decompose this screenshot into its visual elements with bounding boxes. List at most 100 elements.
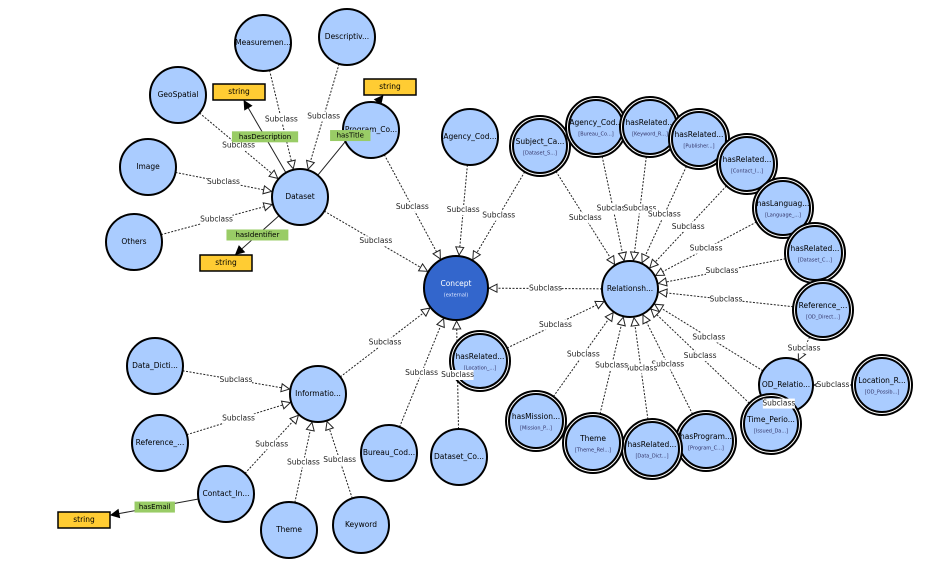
- node-circle[interactable]: [234, 14, 292, 72]
- edge-label-text: Subclass: [405, 368, 438, 377]
- node-reference-ext[interactable]: Reference_...[OD_Direct...]: [792, 279, 854, 341]
- subclass-edge[interactable]: [555, 171, 615, 264]
- subclass-edge[interactable]: [459, 164, 468, 255]
- datatype-box[interactable]: [199, 254, 253, 272]
- node-circle[interactable]: [289, 365, 347, 423]
- node-circle[interactable]: [342, 101, 400, 159]
- edge-label-bg: [817, 380, 849, 390]
- node-circle[interactable]: [787, 225, 843, 281]
- node-circle[interactable]: [624, 421, 680, 477]
- node-relationship[interactable]: Relationsh...: [601, 260, 659, 318]
- datatype-node[interactable]: string: [199, 254, 253, 272]
- node-others[interactable]: Others: [105, 213, 163, 271]
- node-hasprogram[interactable]: hasProgram...[Program_C...]: [675, 410, 737, 472]
- subclass-edge-label: Subclass: [690, 243, 723, 254]
- node-circle[interactable]: [360, 424, 418, 482]
- datatype-box[interactable]: [57, 511, 111, 529]
- edge-label-text: Subclass: [648, 209, 681, 218]
- subclass-edge-label: Subclass: [529, 283, 562, 294]
- node-keyword[interactable]: Keyword: [332, 496, 390, 554]
- node-image[interactable]: Image: [119, 138, 177, 196]
- node-circle[interactable]: [568, 99, 624, 155]
- datatype-box[interactable]: [212, 83, 266, 101]
- node-data-dicti[interactable]: Data_Dicti...: [126, 337, 184, 395]
- node-hasmission[interactable]: hasMission...[Mission_P...]: [505, 390, 567, 452]
- node-circle[interactable]: [441, 108, 499, 166]
- node-circle[interactable]: [423, 255, 489, 321]
- node-hasrel-dataset[interactable]: hasRelated...[Dataset_C...]: [784, 222, 846, 284]
- node-circle[interactable]: [795, 282, 851, 338]
- datatype-box[interactable]: [363, 78, 417, 96]
- node-circle[interactable]: [105, 213, 163, 271]
- subclass-edge-label: Subclass: [788, 343, 821, 354]
- property-label[interactable]: hasDescription: [231, 131, 299, 143]
- subclass-edge[interactable]: [175, 171, 271, 191]
- node-circle[interactable]: [149, 66, 207, 124]
- subclass-edge[interactable]: [643, 315, 694, 415]
- node-circle[interactable]: [197, 465, 255, 523]
- node-hasrel-datadict[interactable]: hasRelated...[Data_Dict...]: [621, 418, 683, 480]
- node-circle[interactable]: [131, 414, 189, 472]
- node-circle[interactable]: [260, 501, 318, 559]
- node-circle[interactable]: [719, 136, 775, 192]
- node-circle[interactable]: [430, 428, 488, 486]
- property-label[interactable]: hasEmail: [134, 501, 175, 513]
- node-circle[interactable]: [126, 337, 184, 395]
- node-circle[interactable]: [119, 138, 177, 196]
- node-circle[interactable]: [854, 357, 910, 413]
- subclass-edge[interactable]: [634, 318, 649, 420]
- node-circle[interactable]: [318, 8, 376, 66]
- node-descriptive[interactable]: Descriptiv...: [318, 8, 376, 66]
- node-location-r[interactable]: Location_R...[OD_Possib...]: [851, 354, 913, 416]
- edge-label-bg: [220, 374, 253, 385]
- node-bureau-cod[interactable]: Bureau_Cod...: [360, 424, 418, 482]
- subclass-edge[interactable]: [294, 422, 312, 503]
- edge-label-text: Subclass: [307, 112, 340, 121]
- edge-label-bg: [651, 359, 684, 370]
- node-contact-in[interactable]: Contact_In...: [197, 465, 255, 523]
- node-dataset-co[interactable]: Dataset_Co...: [430, 428, 488, 486]
- subclass-edge[interactable]: [308, 63, 340, 169]
- node-circle[interactable]: [755, 180, 811, 236]
- subclass-edge[interactable]: [383, 154, 440, 259]
- node-circle[interactable]: [565, 415, 621, 471]
- edge-label-bg: [207, 176, 240, 187]
- node-theme-ext[interactable]: Theme[Theme_Rel...]: [562, 412, 624, 474]
- edge-label-bg: [672, 221, 705, 232]
- edge-label-text: Subclass: [222, 414, 255, 423]
- subclass-edge-label: Subclass: [672, 221, 705, 232]
- node-circle[interactable]: [678, 413, 734, 469]
- node-agency-cod[interactable]: Agency_Cod...: [441, 108, 499, 166]
- node-hasrel-location[interactable]: hasRelated...[Location_...]: [449, 330, 511, 392]
- node-circle[interactable]: [508, 393, 564, 449]
- node-concept[interactable]: Concept(external): [423, 255, 489, 321]
- property-label[interactable]: hasIdentifier: [226, 229, 289, 241]
- node-circle[interactable]: [671, 111, 727, 167]
- property-label[interactable]: hasTitle: [330, 130, 371, 142]
- edge-label-bg: [287, 457, 320, 468]
- node-circle[interactable]: [743, 396, 799, 452]
- node-measurement[interactable]: Measuremen...: [234, 14, 292, 72]
- edge-label-bg: [539, 319, 572, 330]
- node-circle[interactable]: [601, 260, 659, 318]
- node-subject-ca[interactable]: Subject_Ca...[Dataset_S...]: [509, 115, 571, 177]
- node-geospatial[interactable]: GeoSpatial: [149, 66, 207, 124]
- node-agency-cod-ext[interactable]: Agency_Cod...[Bureau_Co...]: [565, 96, 627, 158]
- datatype-node[interactable]: string: [57, 511, 111, 529]
- subclass-edge[interactable]: [798, 336, 811, 360]
- node-circle[interactable]: [512, 118, 568, 174]
- subclass-edge[interactable]: [199, 112, 277, 178]
- node-theme-info[interactable]: Theme: [260, 501, 318, 559]
- subclass-edge[interactable]: [552, 313, 613, 397]
- datatype-node[interactable]: string: [212, 83, 266, 101]
- node-reference-info[interactable]: Reference_...: [131, 414, 189, 472]
- edge-label-text: Subclass: [762, 399, 795, 408]
- node-program-co[interactable]: Program_Co...: [342, 101, 400, 159]
- node-circle[interactable]: [332, 496, 390, 554]
- node-dataset[interactable]: Dataset: [271, 168, 329, 226]
- node-information[interactable]: Informatio...: [289, 365, 347, 423]
- node-circle[interactable]: [271, 168, 329, 226]
- datatype-node[interactable]: string: [363, 78, 417, 96]
- edge-label-bg: [482, 210, 515, 221]
